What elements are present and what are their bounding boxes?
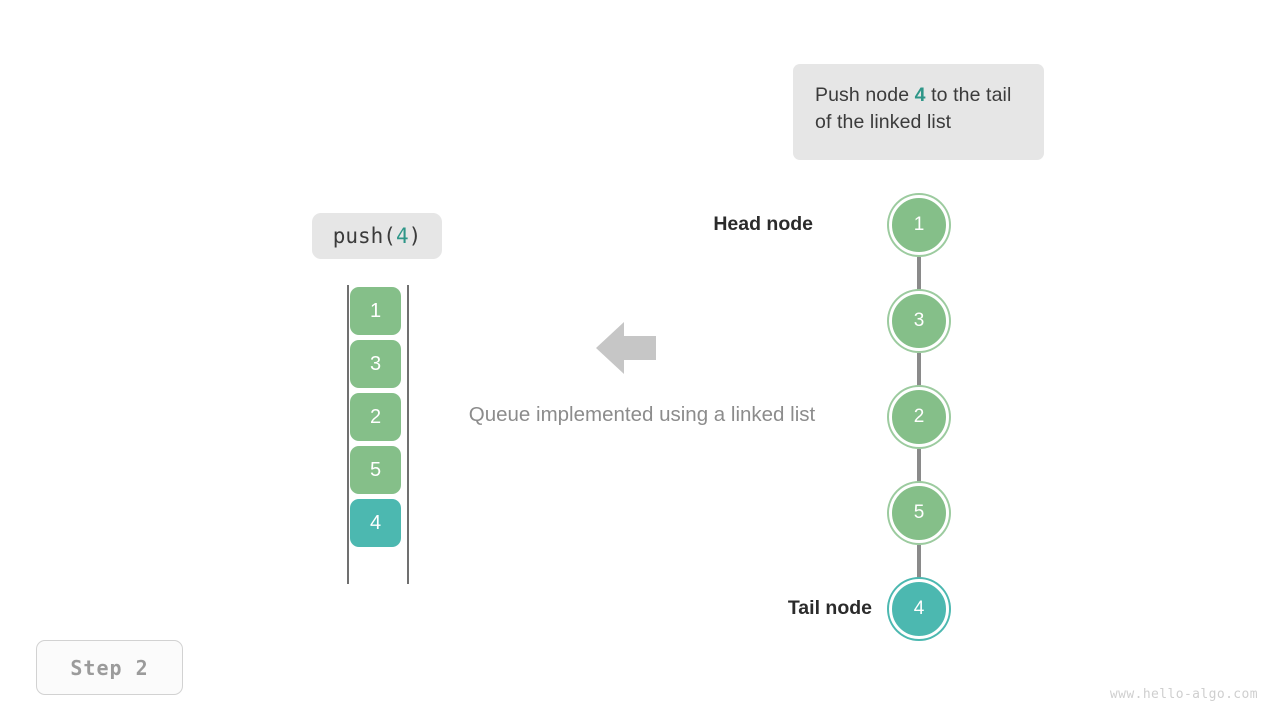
queue-cell-highlighted: 4 [350,499,401,547]
queue-array: 1 3 2 5 4 [340,283,420,588]
left-arrow-icon [596,320,656,376]
list-node: 3 [889,291,949,351]
queue-caption: Queue implemented using a linked list [468,403,816,426]
queue-rail-left [347,285,349,584]
operation-argument: 4 [395,224,409,248]
callout-text-before: Push node [815,84,915,106]
queue-rail-right [407,285,409,584]
list-node: 5 [889,483,949,543]
list-connector [917,449,921,487]
list-node: 2 [889,387,949,447]
head-node-label: Head node [713,213,813,235]
queue-cell: 1 [350,287,401,335]
list-connector [917,353,921,391]
queue-cell: 5 [350,446,401,494]
watermark: www.hello-algo.com [1109,687,1258,702]
queue-cell: 2 [350,393,401,441]
tail-node-label: Tail node [787,597,872,619]
step-label: Step 2 [70,655,149,680]
step-badge: Step 2 [36,640,183,695]
operation-chip: push(4) [312,213,442,259]
operation-suffix: ) [408,224,422,248]
queue-cell: 3 [350,340,401,388]
list-node-highlighted: 4 [889,579,949,639]
list-connector [917,257,921,295]
callout-accent-value: 4 [914,84,926,106]
list-connector [917,545,921,583]
callout-text-after: to the tail of the linked list [815,84,1012,133]
linked-list: 1 3 2 5 4 [860,180,990,650]
operation-prefix: push( [332,224,396,248]
callout-text: Push node 4 to the tail of the linked li… [815,82,1022,136]
operation-label: push(4) [333,224,422,248]
callout-box: Push node 4 to the tail of the linked li… [793,64,1044,160]
list-node: 1 [889,195,949,255]
